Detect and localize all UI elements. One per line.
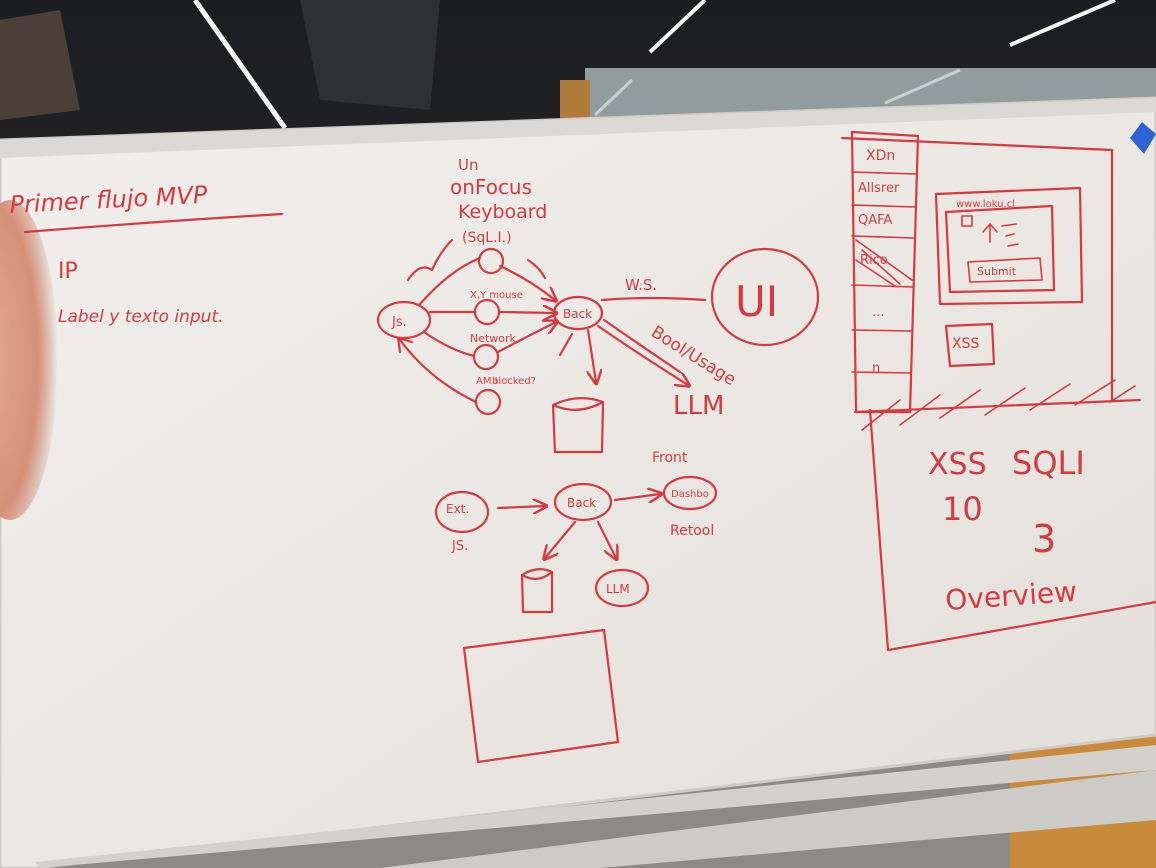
back-label: Back: [563, 307, 592, 321]
mouse-label: X,Y mouse: [470, 290, 523, 301]
sidebar-item-1: XDn: [866, 148, 895, 164]
stat-label-xss: XSS: [928, 447, 987, 482]
js-node: [376, 300, 432, 340]
stat-label-sqli: SQLI: [1012, 444, 1085, 482]
am-i-label: AM I: [476, 376, 498, 387]
wireframe-panel: XDn Allsrer QAFA Rico ... n www.loku.cl …: [840, 130, 1156, 652]
sidebar-item-6: n: [872, 361, 880, 376]
sidebar-item-3: QAFA: [858, 213, 892, 228]
note-label-input: Label y texto input.: [58, 307, 224, 327]
empty-box: [462, 628, 620, 764]
ws-label: W.S.: [625, 276, 657, 294]
network-label: Network: [470, 332, 517, 345]
node-keyboard: [477, 247, 505, 275]
retool-label: Retool: [670, 523, 714, 539]
stat-value-sqli: 3: [1032, 517, 1056, 561]
back-label-bottom: Back: [567, 496, 596, 510]
back-node-bottom: [553, 482, 613, 522]
blocked-label: blocked?: [492, 376, 536, 387]
sidebar-item-4: Rico: [860, 253, 888, 268]
dashboard-label: Dashbo: [671, 489, 709, 500]
note-ip: IP: [58, 259, 78, 284]
sidebar-item-5: ...: [872, 305, 884, 320]
xss-box-label: XSS: [952, 336, 979, 352]
ui-label: UI: [735, 277, 778, 326]
browser-mock: www.loku.cl Submit: [934, 186, 1084, 306]
site-url: www.loku.cl: [956, 199, 1015, 210]
bottom-diagram: Front Ext. JS. Back Dashbo Retool LLM: [434, 450, 718, 764]
ui-node: [710, 247, 820, 347]
js-label: Js.: [391, 315, 407, 330]
ext-sub-label: JS.: [451, 539, 468, 554]
onfocus-label: onFocus: [450, 175, 532, 199]
sidebar-item-2: Allsrer: [858, 181, 900, 196]
un-label: Un: [458, 156, 479, 174]
ext-label: Ext.: [446, 502, 469, 516]
submit-label: Submit: [977, 265, 1017, 278]
sidebar: XDn Allsrer QAFA Rico ... n: [850, 130, 920, 414]
dashboard-node: [662, 475, 718, 511]
back-node: [552, 295, 604, 331]
llm-node-bottom: [594, 568, 650, 608]
stat-value-xss: 10: [942, 490, 983, 528]
front-label: Front: [652, 450, 688, 466]
database-icon: [551, 397, 605, 454]
ext-node: [434, 490, 490, 534]
llm-label: LLM: [673, 391, 724, 421]
llm-label-bottom: LLM: [606, 582, 630, 596]
finger: [0, 200, 58, 520]
database-icon-bottom: [520, 568, 554, 614]
keyboard-label: Keyboard: [458, 201, 547, 223]
sqli-label: (SqL.I.): [462, 230, 512, 246]
whiteboard: [0, 96, 1156, 868]
blue-magnet: [1130, 122, 1156, 154]
